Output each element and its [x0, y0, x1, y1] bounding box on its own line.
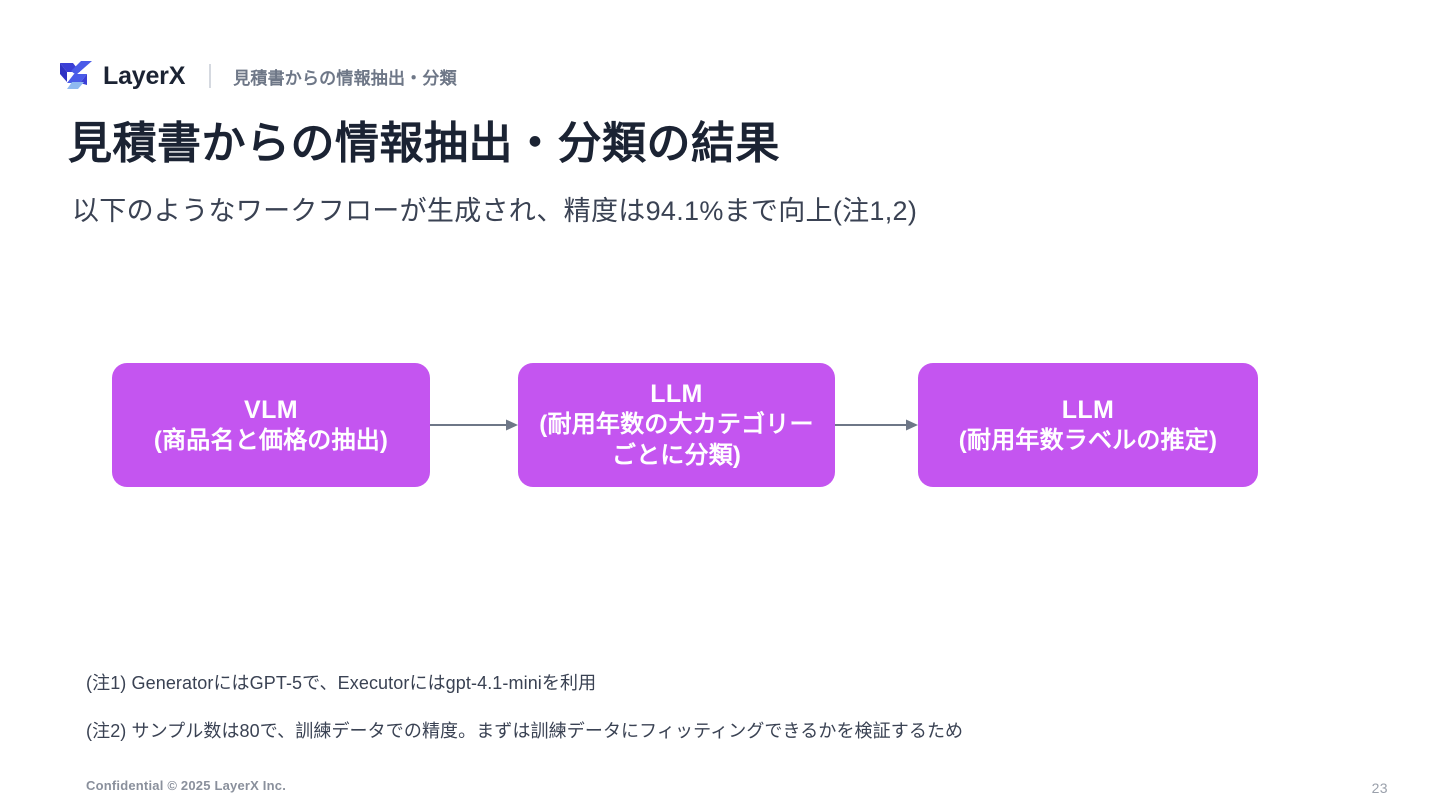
flow-step-vlm: VLM (商品名と価格の抽出) — [112, 363, 430, 487]
page-title: 見積書からの情報抽出・分類の結果 — [68, 119, 780, 168]
flow-step-llm-category-title: LLM — [650, 380, 703, 409]
flow-step-llm-label-title: LLM — [1061, 395, 1115, 424]
footnote-list: (注1) GeneratorにはGPT-5で、Executorにはgpt-4.1… — [86, 670, 1366, 744]
footnote-1: (注1) GeneratorにはGPT-5で、Executorにはgpt-4.1… — [86, 673, 597, 693]
workflow-diagram: VLM (商品名と価格の抽出) LLM (耐用年数の大カテゴリーごとに分類) L… — [0, 363, 1440, 487]
arrow-vlm-to-llm1-icon — [430, 418, 518, 432]
header-subject: 見積書からの情報抽出・分類 — [233, 68, 457, 88]
slide-header: LayerX 見積書からの情報抽出・分類 — [60, 58, 457, 94]
flow-step-llm-label-subtitle: (耐用年数ラベルの推定) — [958, 426, 1218, 454]
flow-step-llm-label: LLM (耐用年数ラベルの推定) — [918, 363, 1258, 487]
flow-step-llm-category-subtitle: (耐用年数の大カテゴリーごとに分類) — [539, 411, 814, 469]
arrow-llm1-to-llm2-icon — [835, 418, 918, 432]
layerx-wordmark: LayerX — [103, 61, 186, 90]
flow-step-vlm-title: VLM — [244, 395, 298, 424]
page-subtitle: 以下のようなワークフローが生成され、精度は94.1%まで向上(注1,2) — [72, 196, 918, 226]
page-number: 23 — [1371, 780, 1388, 796]
flow-step-llm-category: LLM (耐用年数の大カテゴリーごとに分類) — [518, 363, 835, 487]
layerx-butterfly-logo-icon — [60, 61, 94, 91]
flow-step-vlm-subtitle: (商品名と価格の抽出) — [153, 426, 389, 454]
confidential-notice: Confidential © 2025 LayerX Inc. — [86, 778, 287, 793]
header-divider — [209, 64, 212, 88]
footnote-2: (注2) サンプル数は80で、訓練データでの精度。まずは訓練データにフィッティン… — [86, 721, 964, 742]
